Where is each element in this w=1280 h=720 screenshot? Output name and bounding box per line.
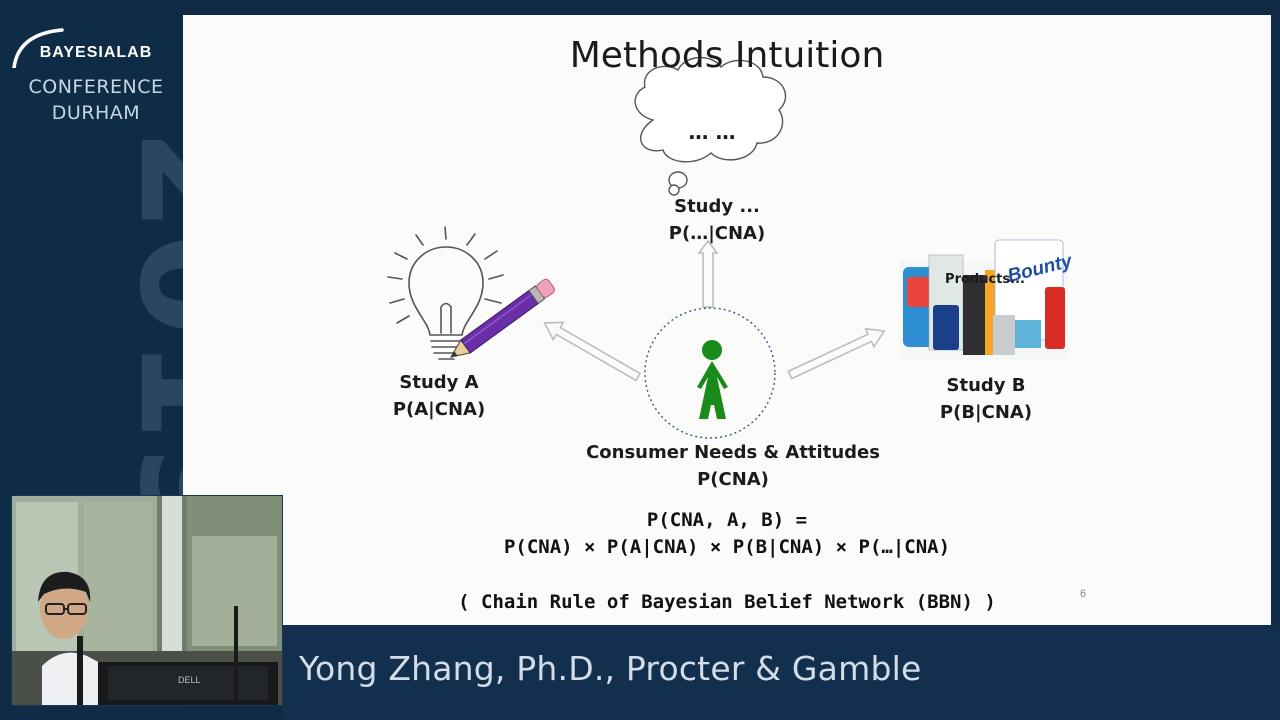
products-image: Bounty: [900, 239, 1075, 360]
study-b-name: Study B: [946, 375, 1026, 396]
thought-bubble-text: … …: [688, 120, 736, 144]
pencil-icon: [450, 278, 555, 358]
lower-third-banner: Yong Zhang, Ph.D., Procter & Gamble: [283, 625, 1280, 720]
study-a-label: Study A P(A|CNA): [349, 369, 529, 423]
joint-formula-line-1: P(CNA, A, B) =: [646, 509, 808, 531]
bayesialab-logo: BAYESIALAB: [10, 28, 175, 76]
products-label: Products...: [945, 272, 1025, 287]
event-line-1: CONFERENCE: [28, 76, 164, 98]
chain-rule-note: ( Chain Rule of Bayesian Belief Network …: [458, 591, 996, 613]
person-icon: [697, 340, 728, 419]
event-line-2: DURHAM: [51, 102, 141, 124]
center-node-circle: [644, 307, 776, 439]
study-a-name: Study A: [399, 372, 479, 393]
arrow-to-study-b: [787, 327, 886, 380]
study-unknown-label: Study ... P(…|CNA): [627, 193, 807, 247]
arrow-to-study-a: [543, 321, 642, 382]
center-node-formula: P(CNA): [697, 469, 769, 490]
study-b-formula: P(B|CNA): [939, 402, 1033, 423]
year-text: 2019: [106, 128, 192, 500]
presentation-slide: Bounty Methods Intuition … … Study ... P…: [183, 15, 1271, 625]
lightbulb-icon: [387, 226, 504, 360]
diagram-canvas: Bounty: [387, 56, 1075, 439]
logo-arc-icon: [12, 28, 64, 68]
speaker-video-feed: DELL: [11, 495, 283, 706]
slide-number: 6: [1080, 588, 1087, 600]
speaker-video-scene: DELL: [12, 496, 282, 705]
study-a-formula: P(A|CNA): [392, 399, 486, 420]
study-unknown-formula: P(…|CNA): [668, 223, 766, 244]
center-node-label: Consumer Needs & Attitudes P(CNA): [553, 439, 913, 493]
arrow-to-study-unknown: [697, 239, 719, 308]
center-node-name: Consumer Needs & Attitudes: [586, 442, 880, 463]
monitor-brand-text: DELL: [178, 675, 201, 685]
study-b-label: Study B P(B|CNA): [896, 372, 1076, 426]
joint-formula-line-2: P(CNA) × P(A|CNA) × P(B|CNA) × P(…|CNA): [503, 536, 951, 558]
speaker-name: Yong Zhang, Ph.D., Procter & Gamble: [299, 649, 922, 688]
event-name: CONFERENCE DURHAM: [0, 74, 192, 126]
thought-cloud-icon: [634, 56, 787, 196]
study-unknown-name: Study ...: [674, 196, 760, 217]
year-watermark: 2019: [106, 128, 192, 500]
logo-text: BAYESIALAB: [39, 44, 153, 61]
slide-title: Methods Intuition: [569, 35, 885, 76]
